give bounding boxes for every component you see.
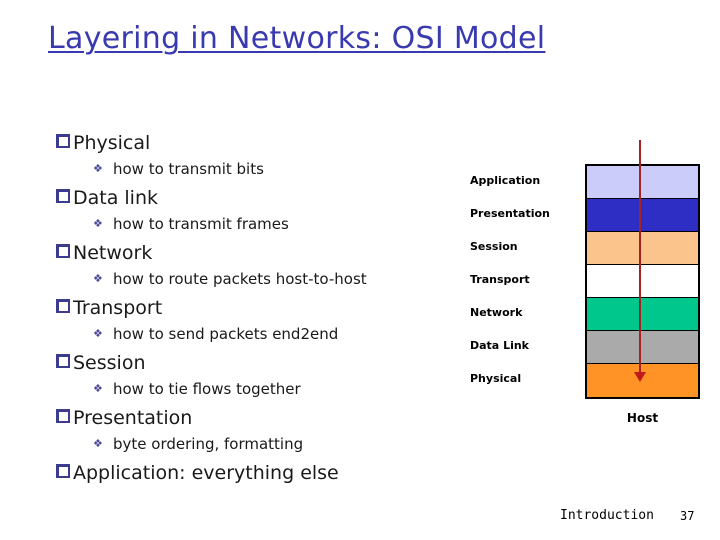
square-bullet-icon (56, 189, 73, 203)
bullet-text: Presentation (73, 407, 193, 429)
osi-layer-label: Network (470, 306, 523, 319)
bullet-item: Data link (56, 187, 476, 215)
square-bullet-icon (56, 134, 73, 148)
diamond-bullet-icon: ❖ (93, 382, 103, 395)
downward-arrow-head (634, 372, 646, 382)
osi-layer-label: Data Link (470, 339, 529, 352)
host-label: Host (626, 411, 659, 425)
bullet-item: Presentation (56, 407, 476, 435)
osi-layer-box (587, 298, 698, 331)
osi-layer-label: Session (470, 240, 518, 253)
square-bullet-icon (56, 409, 73, 423)
slide-title: Layering in Networks: OSI Model (48, 21, 546, 56)
osi-layer-box (587, 232, 698, 265)
diamond-bullet-icon: ❖ (93, 272, 103, 285)
sub-bullet-text: how to transmit frames (113, 215, 289, 233)
osi-layer-label: Transport (470, 273, 530, 286)
bullet-item: Session (56, 352, 476, 380)
sub-bullet-item: ❖ how to send packets end2end (56, 325, 476, 352)
diamond-bullet-icon: ❖ (93, 437, 103, 450)
sub-bullet-text: how to send packets end2end (113, 325, 339, 343)
osi-layer-box (587, 166, 698, 199)
square-bullet-icon (56, 299, 73, 313)
diamond-bullet-icon: ❖ (93, 217, 103, 230)
sub-bullet-text: how to tie flows together (113, 380, 301, 398)
bullet-text: Network (73, 242, 153, 264)
bullet-item: Physical (56, 132, 476, 160)
diamond-bullet-icon: ❖ (93, 162, 103, 175)
bullet-text: Physical (73, 132, 151, 154)
bullet-text: Transport (73, 297, 163, 319)
bullet-text: Data link (73, 187, 159, 209)
osi-layer-box (587, 199, 698, 232)
bullet-item: Network (56, 242, 476, 270)
downward-arrow-line (639, 140, 641, 378)
sub-bullet-item: ❖ how to transmit bits (56, 160, 476, 187)
osi-layer-label: Application (470, 174, 541, 187)
osi-layer-label: Presentation (470, 207, 550, 220)
footer-page-number: 37 (680, 509, 695, 523)
osi-layer-label: Physical (470, 372, 522, 385)
sub-bullet-item: ❖ how to transmit frames (56, 215, 476, 242)
bullet-text: Application: everything else (73, 462, 339, 484)
sub-bullet-item: ❖ byte ordering, formatting (56, 435, 476, 462)
footer-section-label: Introduction (560, 508, 654, 523)
bullet-item: Transport (56, 297, 476, 325)
diamond-bullet-icon: ❖ (93, 327, 103, 340)
bullet-item: Application: everything else (56, 462, 476, 490)
square-bullet-icon (56, 464, 73, 478)
osi-layer-boxes (585, 164, 700, 399)
square-bullet-icon (56, 244, 73, 258)
bullet-text: Session (73, 352, 146, 374)
sub-bullet-text: how to route packets host-to-host (113, 270, 367, 288)
sub-bullet-item: ❖ how to route packets host-to-host (56, 270, 476, 297)
osi-layer-box (587, 265, 698, 298)
sub-bullet-text: byte ordering, formatting (113, 435, 304, 453)
sub-bullet-item: ❖ how to tie flows together (56, 380, 476, 407)
osi-layer-box (587, 331, 698, 364)
sub-bullet-text: how to transmit bits (113, 160, 264, 178)
square-bullet-icon (56, 354, 73, 368)
